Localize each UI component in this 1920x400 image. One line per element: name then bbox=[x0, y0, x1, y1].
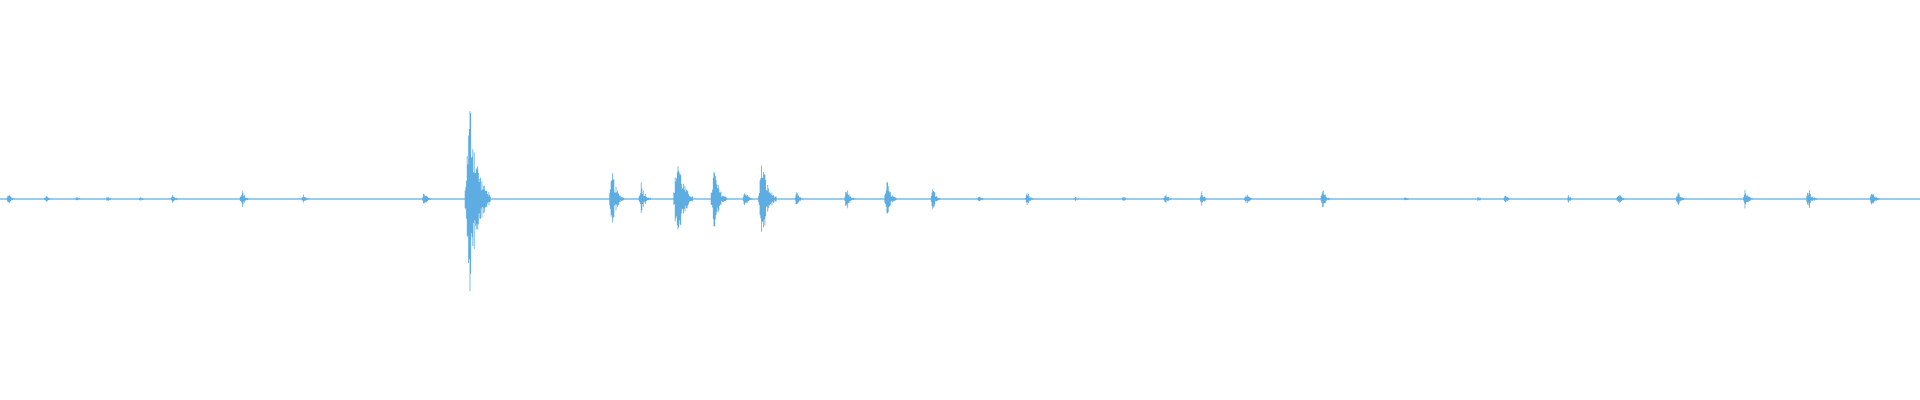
waveform-burst-path bbox=[1676, 192, 1686, 206]
waveform-burst bbox=[422, 193, 433, 204]
waveform-burst bbox=[844, 190, 856, 209]
waveform-burst-path bbox=[1403, 197, 1413, 201]
waveform-burst bbox=[1403, 197, 1413, 201]
waveform-burst-path bbox=[422, 193, 433, 204]
waveform-burst bbox=[1616, 195, 1627, 204]
waveform-burst-path bbox=[1121, 197, 1131, 201]
waveform-burst bbox=[75, 197, 84, 201]
waveform-burst-path bbox=[1244, 194, 1254, 204]
waveform-burst-path bbox=[1199, 191, 1210, 206]
waveform-burst-path bbox=[609, 173, 625, 223]
waveform-burst-path bbox=[171, 194, 180, 203]
waveform-burst-path bbox=[794, 192, 805, 205]
waveform-burst-path bbox=[638, 182, 651, 213]
waveform-burst-path bbox=[6, 195, 16, 204]
waveform-burst-path bbox=[742, 193, 753, 206]
waveform-burst bbox=[1806, 190, 1818, 209]
waveform-burst bbox=[1121, 197, 1131, 201]
waveform-burst-path bbox=[75, 197, 84, 201]
waveform-burst bbox=[710, 172, 727, 227]
waveform-burst bbox=[1566, 195, 1576, 203]
waveform-burst bbox=[464, 111, 491, 292]
waveform-burst-path bbox=[673, 166, 694, 230]
waveform-burst-path bbox=[1503, 195, 1512, 203]
waveform-burst-path bbox=[1616, 195, 1627, 204]
waveform-burst bbox=[1163, 194, 1173, 203]
waveform-burst-path bbox=[758, 165, 777, 232]
waveform-burst-path bbox=[977, 196, 986, 202]
waveform-burst bbox=[638, 182, 651, 213]
waveform-burst-path bbox=[1320, 190, 1331, 208]
waveform-burst bbox=[1199, 191, 1210, 206]
waveform-burst-path bbox=[1025, 193, 1036, 205]
waveform-burst bbox=[1676, 192, 1686, 206]
waveform-burst-path bbox=[844, 190, 856, 209]
waveform-burst-path bbox=[105, 196, 115, 202]
waveform-burst bbox=[1743, 189, 1754, 209]
waveform-burst bbox=[1244, 194, 1254, 204]
waveform-burst bbox=[171, 194, 180, 203]
waveform-burst bbox=[1503, 195, 1512, 203]
waveform-burst-path bbox=[1743, 189, 1754, 209]
waveform-burst bbox=[609, 173, 625, 223]
waveform-burst-path bbox=[1073, 197, 1083, 201]
waveform-burst bbox=[1869, 194, 1880, 205]
waveform-burst bbox=[44, 195, 53, 202]
waveform-burst-path bbox=[884, 181, 898, 214]
waveform-burst bbox=[794, 192, 805, 205]
waveform-burst bbox=[1073, 197, 1083, 201]
waveform-burst-path bbox=[44, 195, 53, 202]
waveform-burst bbox=[758, 165, 777, 232]
waveform-burst bbox=[742, 193, 753, 206]
waveform-burst bbox=[301, 194, 311, 203]
waveform-burst-path bbox=[1806, 190, 1818, 209]
waveform-burst-path bbox=[301, 194, 311, 203]
waveform-burst bbox=[6, 195, 16, 204]
waveform-burst-path bbox=[930, 189, 942, 209]
waveform-burst-path bbox=[710, 172, 727, 227]
waveform-burst-path bbox=[1163, 194, 1173, 203]
waveform-burst-path bbox=[464, 111, 491, 292]
waveform-burst bbox=[239, 191, 250, 207]
waveform-burst bbox=[1320, 190, 1331, 208]
waveform-burst-path bbox=[1566, 195, 1576, 203]
waveform-burst-path bbox=[1476, 197, 1486, 201]
waveform-burst bbox=[977, 196, 986, 202]
waveform-burst-path bbox=[138, 197, 147, 201]
waveform-burst bbox=[930, 189, 942, 209]
waveform-burst-path bbox=[239, 191, 250, 207]
waveform-burst bbox=[1025, 193, 1036, 205]
waveform-burst bbox=[1476, 197, 1486, 201]
waveform-burst-path bbox=[1869, 194, 1880, 205]
waveform-burst bbox=[884, 181, 898, 214]
waveform-burst bbox=[673, 166, 694, 230]
waveform-burst bbox=[105, 196, 115, 202]
waveform-burst bbox=[138, 197, 147, 201]
